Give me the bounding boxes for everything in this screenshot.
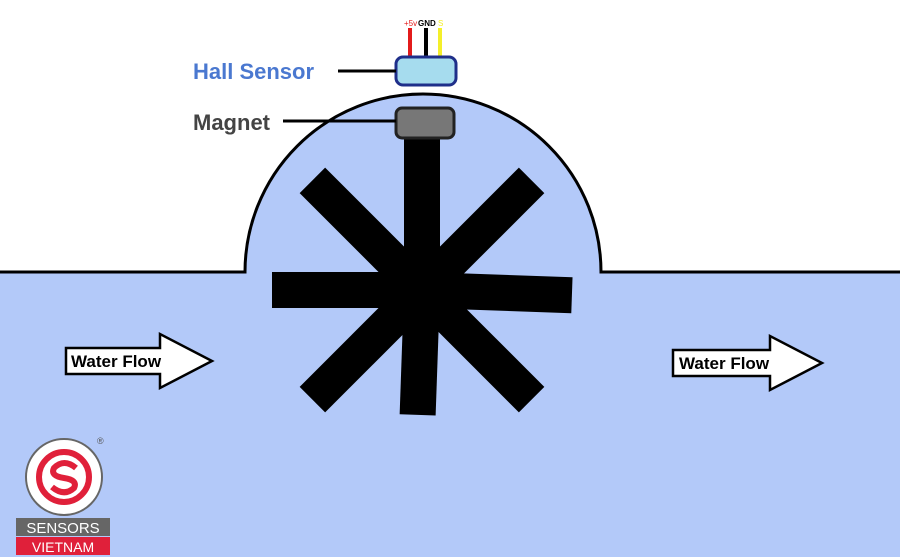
- sensor-wires: +5v GND S: [404, 19, 443, 58]
- magnet-label: Magnet: [193, 110, 271, 135]
- water-flow-arrow-left: Water Flow: [64, 331, 215, 391]
- hall-sensor: [394, 55, 458, 87]
- sensors-vietnam-logo: ® SENSORS VIETNAM: [16, 436, 110, 555]
- hall-sensor-label: Hall Sensor: [193, 59, 314, 84]
- water-flow-arrow-right: Water Flow: [671, 333, 825, 393]
- logo-line1: SENSORS: [26, 520, 99, 537]
- registered-mark: ®: [97, 436, 104, 446]
- wire-gnd-label: GND: [418, 19, 436, 28]
- water-flow-label-left: Water Flow: [71, 352, 162, 371]
- water-flow-label-right: Water Flow: [679, 354, 770, 373]
- impeller-icon: [272, 135, 573, 416]
- wire-vcc-label: +5v: [404, 19, 417, 28]
- wire-signal-label: S: [438, 19, 443, 28]
- magnet: [394, 106, 456, 140]
- logo-line2: VIETNAM: [32, 539, 94, 555]
